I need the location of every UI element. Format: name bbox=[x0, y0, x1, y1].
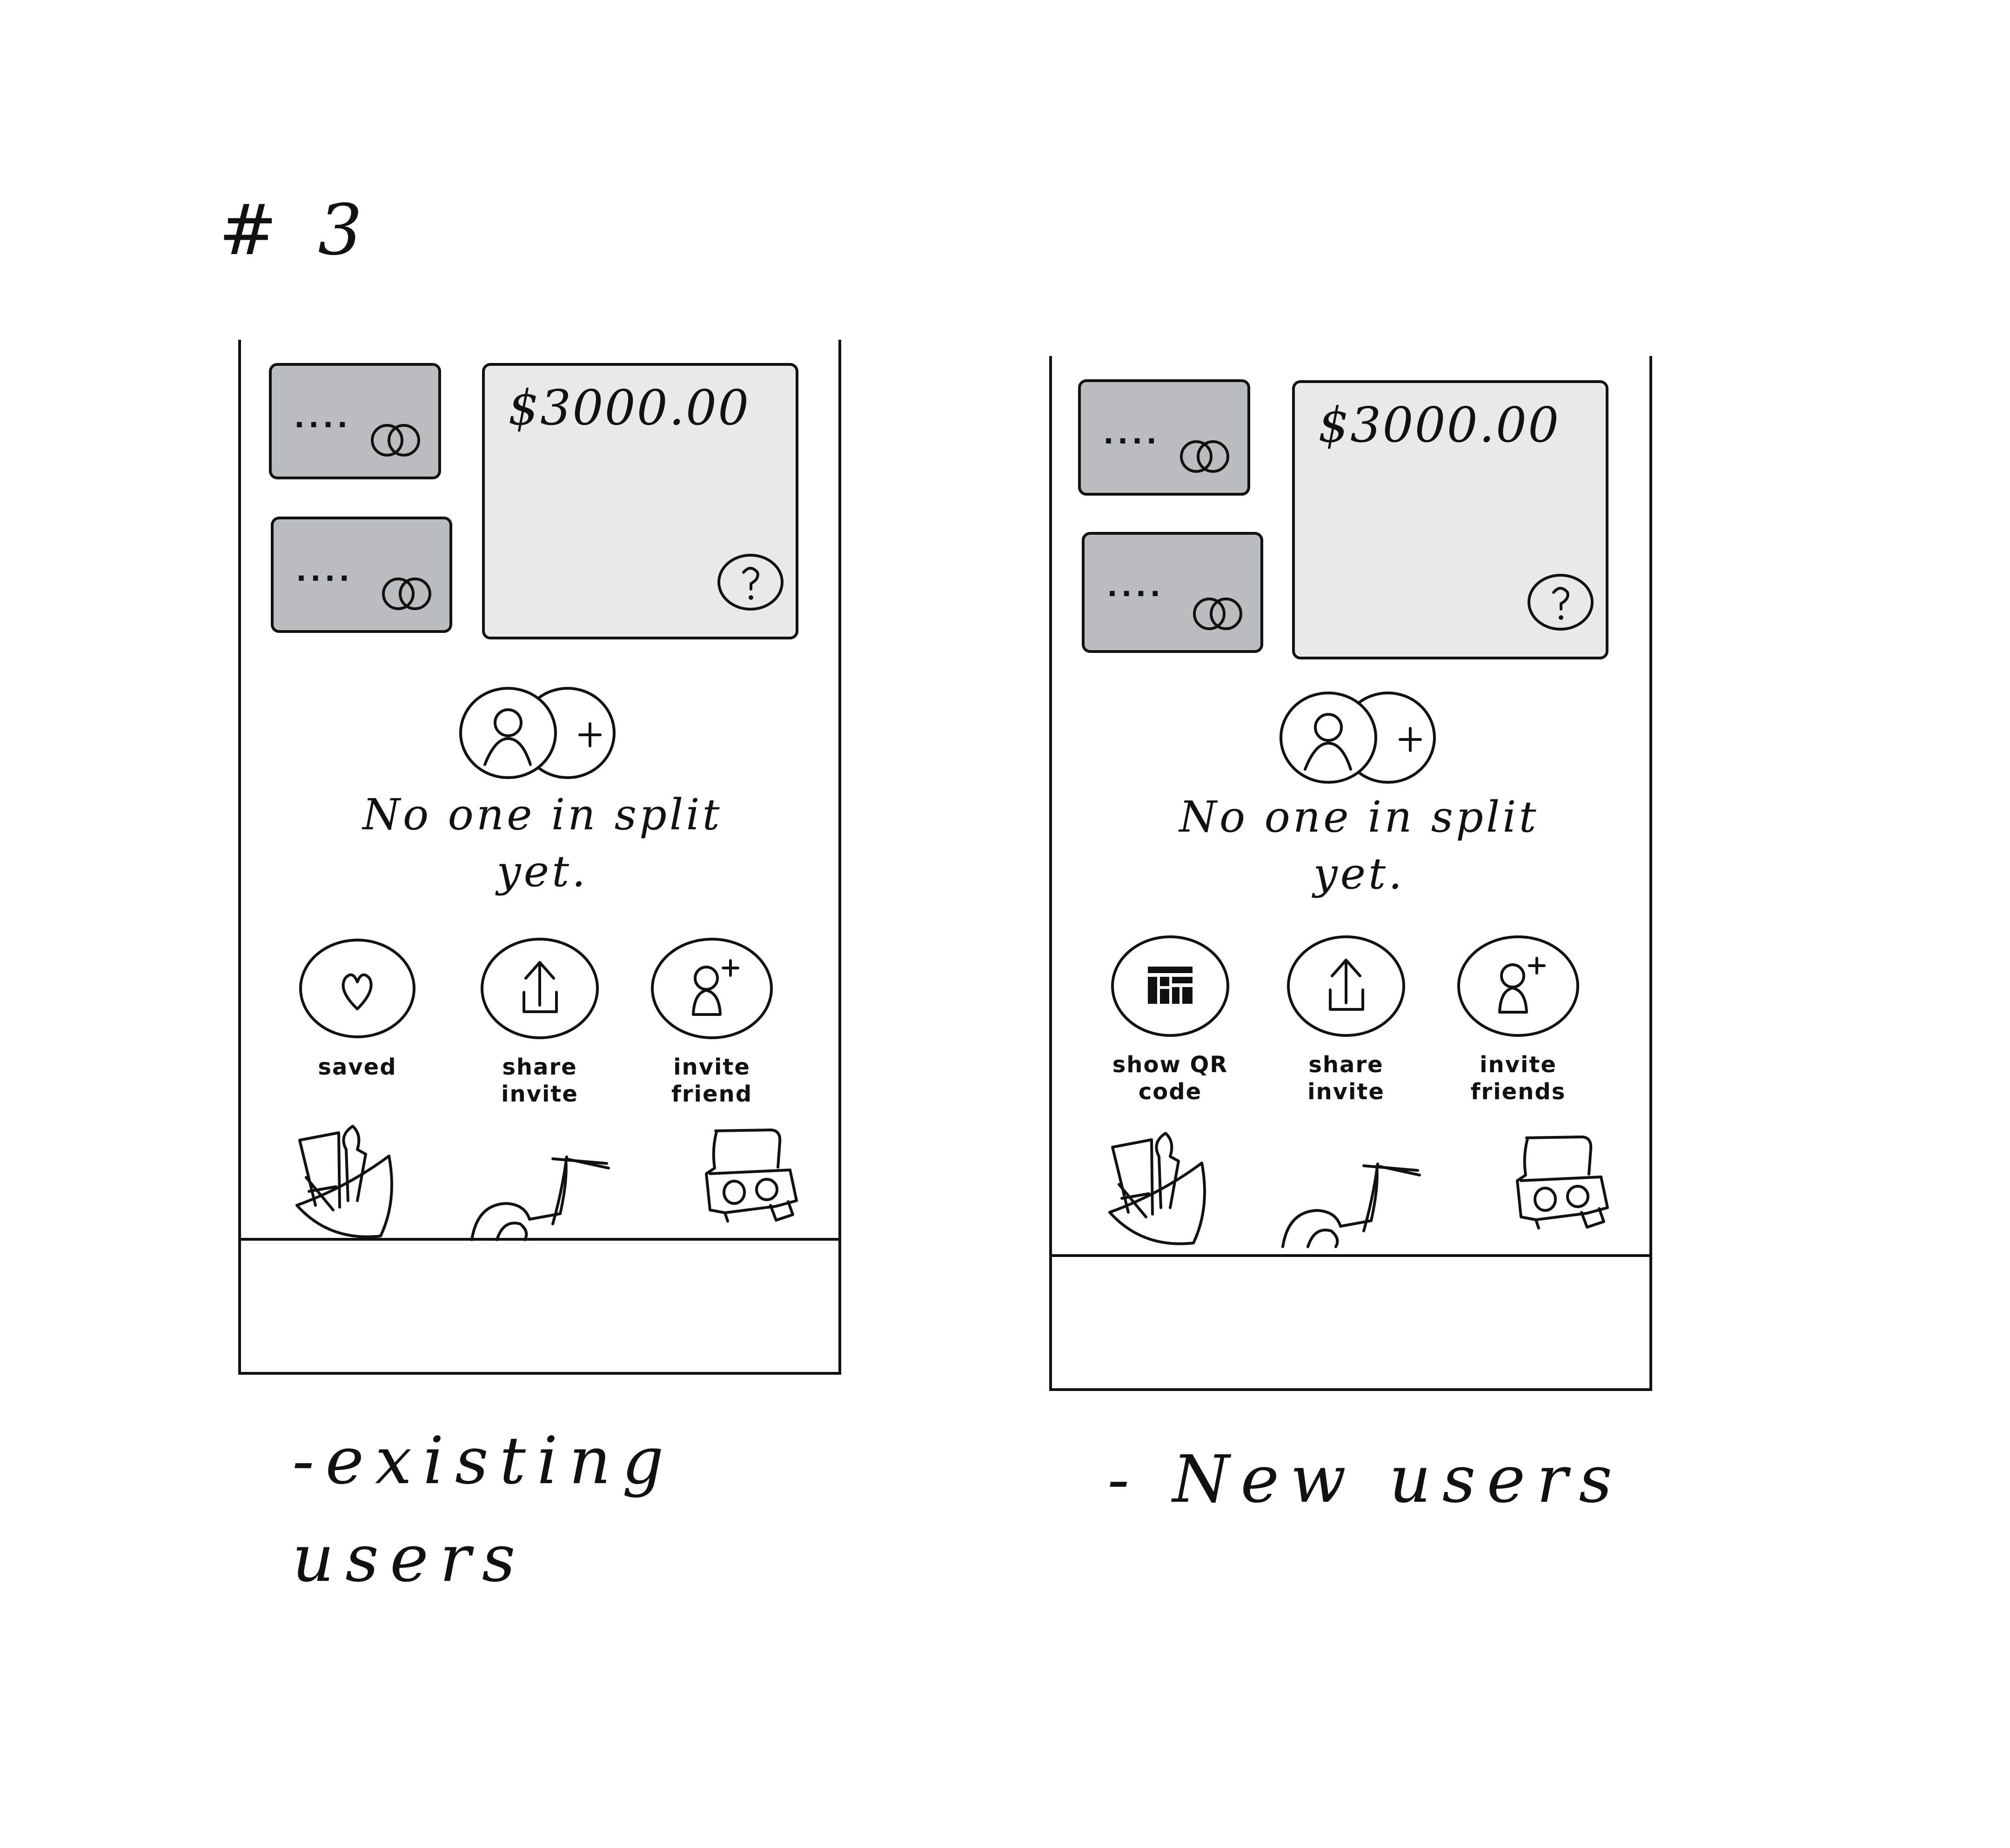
help-icon[interactable] bbox=[717, 553, 784, 612]
empty-split-message: No one in split yet. bbox=[1154, 789, 1564, 902]
add-person-icon[interactable] bbox=[458, 686, 616, 780]
empty-split-line-2: yet. bbox=[496, 847, 589, 896]
share-upload-icon bbox=[481, 938, 599, 1039]
add-person-icon bbox=[1457, 935, 1579, 1037]
heart-icon bbox=[299, 939, 415, 1038]
car-illustration bbox=[1516, 1136, 1609, 1230]
tab-bar-divider bbox=[1052, 1254, 1649, 1257]
card-number-mask: .... bbox=[1103, 418, 1161, 450]
balance-amount: $3000.00 bbox=[508, 379, 750, 436]
car-illustration bbox=[705, 1129, 798, 1223]
action-label: share invite bbox=[501, 1054, 578, 1107]
balance-amount: $3000.00 bbox=[1318, 396, 1561, 453]
grocery-bag-illustration bbox=[1108, 1132, 1206, 1245]
action-label: invite friends bbox=[1470, 1052, 1566, 1105]
empty-split-message: No one in split yet. bbox=[338, 786, 747, 900]
page-title: # 3 bbox=[219, 190, 372, 271]
payment-card-2[interactable]: .... bbox=[271, 517, 452, 633]
invite-friends-button[interactable]: invite friends bbox=[1448, 933, 1588, 1105]
card-network-icon bbox=[1193, 598, 1242, 630]
empty-split-line-2: yet. bbox=[1313, 849, 1405, 899]
balance-card[interactable]: $3000.00 bbox=[1292, 380, 1608, 659]
help-icon[interactable] bbox=[1527, 573, 1595, 632]
payment-card-1[interactable]: .... bbox=[1078, 379, 1250, 496]
card-number-mask: .... bbox=[294, 402, 352, 434]
card-number-mask: .... bbox=[296, 555, 354, 588]
caption-existing-users: -existing users bbox=[292, 1423, 675, 1597]
card-network-icon bbox=[371, 424, 420, 457]
receipt-hand-illustration bbox=[470, 1156, 610, 1241]
payment-card-2[interactable]: .... bbox=[1082, 532, 1263, 653]
invite-friend-button[interactable]: invite friend bbox=[642, 935, 782, 1108]
empty-split-line-1: No one in split bbox=[1179, 792, 1539, 842]
action-label: show QR code bbox=[1112, 1052, 1228, 1105]
add-person-icon[interactable] bbox=[1278, 691, 1436, 784]
caption-new-users: - New users bbox=[1107, 1442, 1624, 1518]
tab-bar-divider bbox=[241, 1238, 838, 1241]
card-number-mask: .... bbox=[1107, 571, 1165, 603]
saved-button[interactable]: saved bbox=[288, 935, 427, 1081]
share-upload-icon bbox=[1287, 935, 1405, 1037]
payment-card-1[interactable]: .... bbox=[269, 363, 441, 479]
add-person-icon bbox=[651, 938, 773, 1039]
show-qr-code-button[interactable]: show QR code bbox=[1100, 933, 1240, 1105]
share-invite-button[interactable]: share invite bbox=[470, 935, 610, 1108]
receipt-hand-illustration bbox=[1281, 1163, 1421, 1248]
action-label: invite friend bbox=[671, 1054, 753, 1107]
card-network-icon bbox=[382, 578, 431, 610]
qr-code-icon bbox=[1111, 935, 1229, 1037]
phone-frame-new-users: .... .... $3000.00 No one in split yet. bbox=[1049, 356, 1652, 1391]
balance-card[interactable]: $3000.00 bbox=[482, 363, 798, 639]
grocery-bag-illustration bbox=[295, 1125, 393, 1238]
phone-frame-existing-users: .... .... $3000.00 No one in split yet. bbox=[238, 340, 841, 1375]
action-label: share invite bbox=[1307, 1052, 1385, 1105]
action-label: saved bbox=[318, 1054, 397, 1080]
card-network-icon bbox=[1180, 440, 1229, 473]
share-invite-button[interactable]: share invite bbox=[1276, 933, 1416, 1105]
empty-split-line-1: No one in split bbox=[362, 790, 723, 840]
